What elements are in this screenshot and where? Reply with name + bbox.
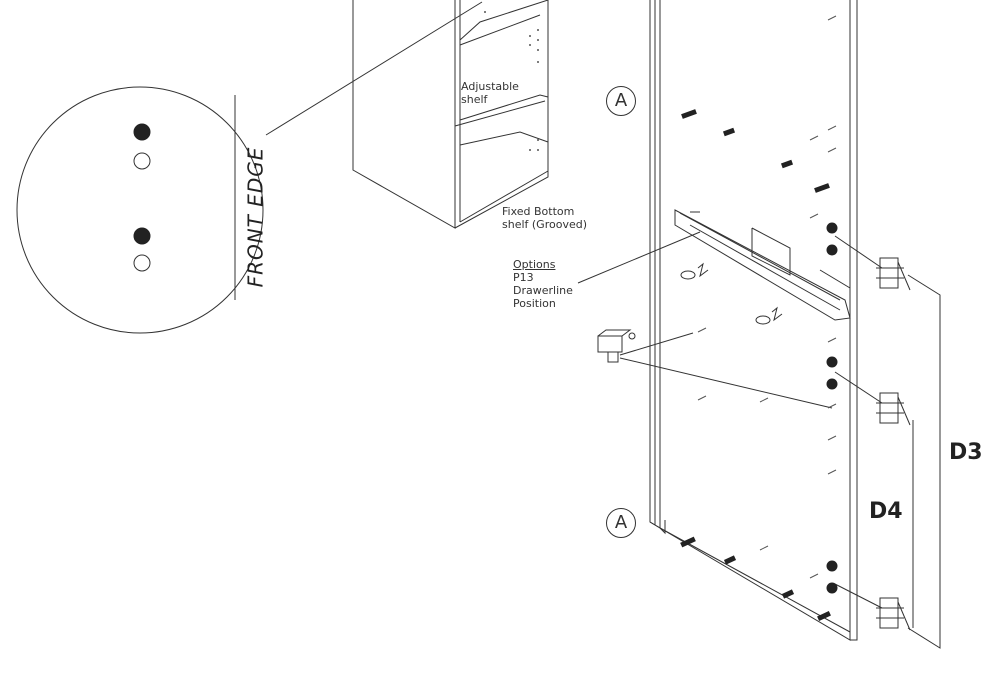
hole-marker-2 [755, 315, 771, 325]
shelf-clip [597, 329, 636, 363]
label-fixed-bottom-shelf: Fixed Bottom shelf (Grooved) [502, 205, 588, 231]
small-pegs [697, 15, 837, 579]
d3-dimension-line [907, 274, 941, 649]
options-leader [577, 231, 701, 284]
detail-circle [16, 86, 264, 334]
hinge-mid [834, 371, 911, 426]
hinge-leader-mid [834, 371, 883, 404]
marker-a-top: A [606, 86, 636, 116]
label-options: Options [513, 258, 556, 271]
marker-a-bottom: A [606, 508, 636, 538]
hole-empty-2 [133, 254, 151, 272]
drawer-runner [674, 209, 851, 321]
label-front-edge: FRONT EDGE [243, 146, 268, 288]
hole-filled-2 [133, 227, 151, 245]
hole-empty-1 [133, 152, 151, 170]
clip-leader-1 [619, 332, 694, 356]
clip-leader-2 [619, 357, 833, 409]
label-drawerline-position: P13 Drawerline Position [513, 271, 573, 310]
hinge-leader-bottom [834, 583, 883, 609]
screws [680, 109, 838, 622]
hinge-bottom [834, 583, 911, 631]
detail-leader [265, 1, 483, 136]
dimension-d4: D4 [869, 499, 903, 524]
hinge-leader-top [834, 235, 883, 269]
main-panel [649, 0, 858, 641]
hole-marker-1 [680, 270, 696, 280]
label-adjustable-shelf: Adjustable shelf [461, 80, 519, 106]
cabinet-small [352, 0, 549, 229]
dimension-d3: D3 [949, 440, 983, 465]
cabinet-holes [484, 11, 539, 151]
hinge-top [834, 235, 911, 291]
hole-filled-1 [133, 123, 151, 141]
